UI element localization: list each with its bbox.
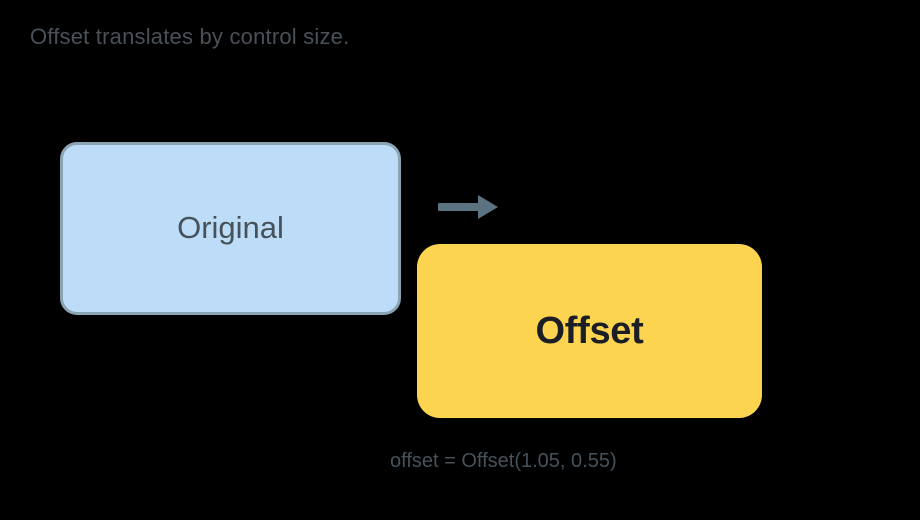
offset-box-label: Offset — [535, 309, 644, 352]
original-box-label: Original — [177, 209, 284, 245]
offset-caption: offset = Offset(1.05, 0.55) — [390, 450, 617, 472]
page-title: Offset translates by control size. — [30, 24, 350, 49]
offset-box: Offset — [417, 244, 762, 418]
original-box: Original — [60, 142, 401, 315]
arrow-right-icon — [438, 195, 498, 219]
